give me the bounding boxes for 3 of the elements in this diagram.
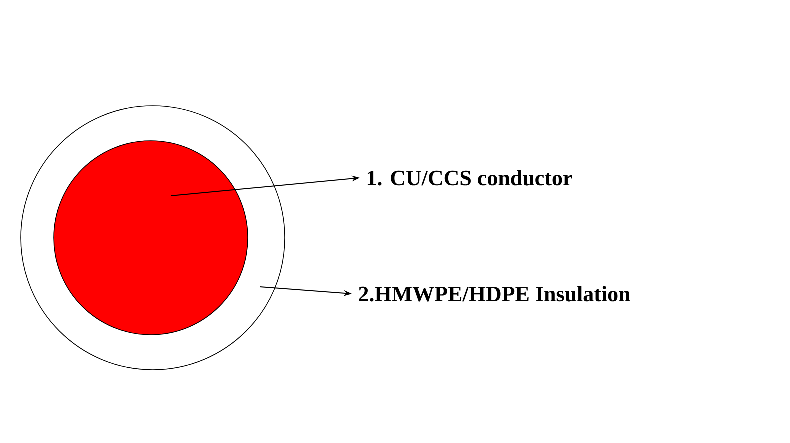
callout-label: 2.HMWPE/HDPE Insulation: [359, 286, 630, 302]
callout-label: 1. CU/CCS conductor: [368, 170, 572, 186]
conductor-circle: [54, 140, 248, 336]
